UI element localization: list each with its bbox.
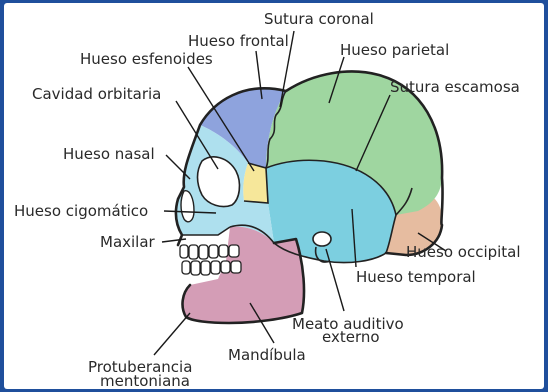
label-hueso-nasal: Hueso nasal <box>63 145 155 163</box>
meato-auditivo <box>313 232 331 246</box>
leader-protuberancia <box>154 313 190 355</box>
label-hueso-temporal: Hueso temporal <box>356 268 476 286</box>
label-meato-line2: externo <box>322 328 380 346</box>
label-cavidad-orbitaria: Cavidad orbitaria <box>32 85 161 103</box>
label-hueso-frontal: Hueso frontal <box>188 32 289 50</box>
label-mandibula: Mandíbula <box>228 346 306 364</box>
skull-diagram: Sutura coronal Hueso frontal Hueso parie… <box>4 3 544 389</box>
label-hueso-esfenoides: Hueso esfenoides <box>80 50 213 68</box>
hueso-esfenoides-region <box>243 163 268 203</box>
dientes-inferiores <box>182 261 241 275</box>
label-hueso-occipital: Hueso occipital <box>406 243 521 261</box>
label-maxilar: Maxilar <box>100 233 156 251</box>
dientes-superiores <box>180 245 239 259</box>
label-sutura-escamosa: Sutura escamosa <box>390 78 520 96</box>
skull-diagram-panel: Sutura coronal Hueso frontal Hueso parie… <box>4 3 544 389</box>
label-protuberancia-line2: mentoniana <box>100 372 190 389</box>
leader-maxilar <box>162 239 186 242</box>
label-hueso-parietal: Hueso parietal <box>340 41 449 59</box>
label-hueso-cigomatico: Hueso cigomático <box>14 202 148 220</box>
label-sutura-coronal: Sutura coronal <box>264 10 374 28</box>
